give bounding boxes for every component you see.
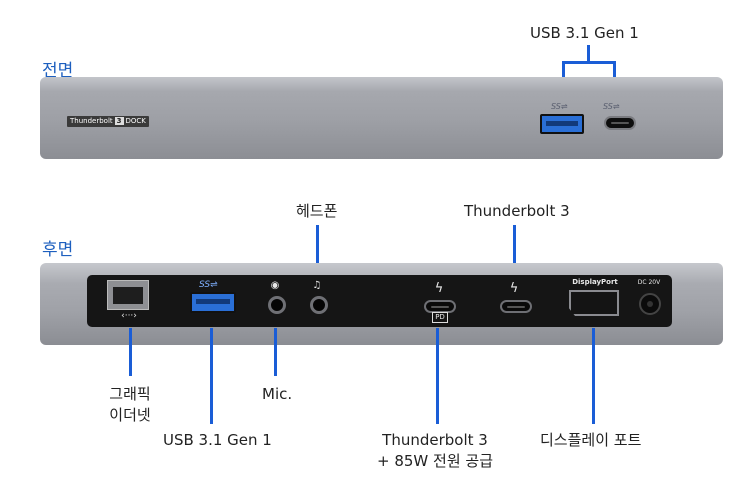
- ethernet-label-line2: 이더넷: [109, 406, 151, 424]
- displayport-text: DisplayPort: [572, 278, 618, 286]
- mic-leader: [274, 328, 277, 376]
- front-usb-c-port[interactable]: [604, 116, 636, 130]
- rear-usb-label: USB 3.1 Gen 1: [163, 431, 272, 449]
- ethernet-port[interactable]: [107, 280, 149, 310]
- thunderbolt-port[interactable]: [500, 300, 532, 313]
- thunderbolt-top-leader: [513, 225, 516, 275]
- headphone-jack[interactable]: [310, 296, 328, 314]
- displayport-leader: [592, 328, 595, 424]
- ethernet-icon: ‹···›: [121, 311, 137, 321]
- power-dc-icon: DC 20V: [637, 279, 661, 286]
- mic-label: Mic.: [262, 385, 293, 403]
- front-usb-a-port[interactable]: [540, 114, 584, 134]
- front-usb-label: USB 3.1 Gen 1: [530, 24, 639, 42]
- headphone-leader: [316, 225, 319, 275]
- ethernet-label: 그래픽 이더넷: [100, 384, 160, 426]
- pd-badge: PD: [432, 312, 448, 323]
- ethernet-label-line1: 그래픽: [109, 385, 151, 403]
- front-section-title: 전면: [42, 61, 74, 81]
- displayport-port[interactable]: [569, 290, 619, 316]
- badge-text: Thunderbolt: [70, 117, 113, 125]
- badge-number: 3: [114, 117, 124, 125]
- usb-ss-icon: SS⇌: [551, 102, 568, 111]
- thunderbolt-pd-leader: [436, 328, 439, 424]
- thunderbolt-icon: ϟ: [509, 281, 519, 296]
- front-usb-label-stem: [587, 45, 590, 62]
- thunderbolt-top-label: Thunderbolt 3: [464, 202, 570, 220]
- ethernet-leader: [129, 328, 132, 376]
- badge-suffix: DOCK: [125, 117, 146, 125]
- dc-power-port[interactable]: [639, 293, 661, 315]
- displayport-label: 디스플레이 포트: [540, 431, 642, 449]
- rear-usb-a-port[interactable]: [190, 292, 236, 313]
- thunderbolt-pd-label-line1: Thunderbolt 3: [382, 431, 488, 449]
- thunderbolt-pd-label-line2: + 85W 전원 공급: [377, 452, 493, 470]
- mic-jack[interactable]: [268, 296, 286, 314]
- mic-icon: ◉: [270, 280, 280, 291]
- rear-section-title: 후면: [42, 240, 74, 260]
- headphone-icon: ♫: [312, 280, 322, 291]
- headphone-label: 헤드폰: [296, 202, 338, 220]
- usb-ss-icon: SS⇌: [603, 102, 620, 111]
- front-usb-bracket: [562, 61, 616, 64]
- rear-usb-leader: [210, 328, 213, 424]
- usb-ss-icon: SS⇌: [199, 280, 218, 290]
- thunderbolt-pd-label: Thunderbolt 3 + 85W 전원 공급: [370, 430, 500, 472]
- thunderbolt-icon: ϟ: [434, 281, 444, 296]
